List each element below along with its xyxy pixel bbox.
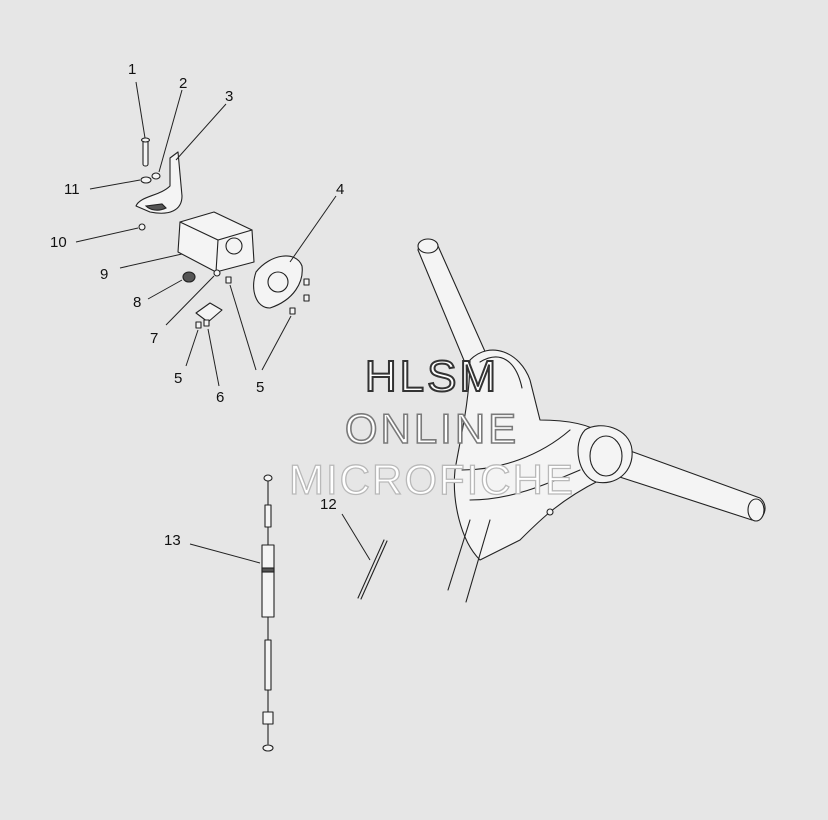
callout-6: 6	[216, 389, 224, 406]
part-7-screw	[213, 269, 221, 277]
part-2-washer	[151, 172, 161, 180]
handlebar-assembly	[417, 238, 766, 603]
part-4-cover	[253, 255, 303, 309]
part-12-rod	[357, 539, 388, 600]
callout-5b: 5	[256, 379, 264, 396]
callout-labels: 1 2 3 4 5 5 6 7 8 9 10 11 12 13	[50, 61, 344, 549]
callout-3: 3	[225, 88, 233, 105]
part-8-bushing	[182, 271, 196, 283]
leader-lines	[75, 81, 371, 564]
callout-11: 11	[64, 181, 80, 198]
callout-12: 12	[320, 496, 337, 513]
callout-10: 10	[50, 234, 67, 251]
callout-4: 4	[336, 181, 344, 198]
part-13-cable	[261, 474, 275, 752]
callout-8: 8	[133, 294, 141, 311]
callout-2: 2	[179, 75, 187, 92]
part-3-lever	[135, 151, 183, 214]
callout-9: 9	[100, 266, 108, 283]
callout-13: 13	[164, 532, 181, 549]
part-1-pin	[140, 137, 151, 167]
part-10-ball	[138, 223, 146, 231]
part-11-washer	[140, 176, 152, 184]
part-9-housing	[177, 211, 255, 273]
part-5-screws	[195, 276, 310, 329]
part-6-plate	[195, 302, 223, 323]
callout-1: 1	[128, 61, 136, 78]
callout-7: 7	[150, 330, 158, 347]
callout-5a: 5	[174, 370, 182, 387]
